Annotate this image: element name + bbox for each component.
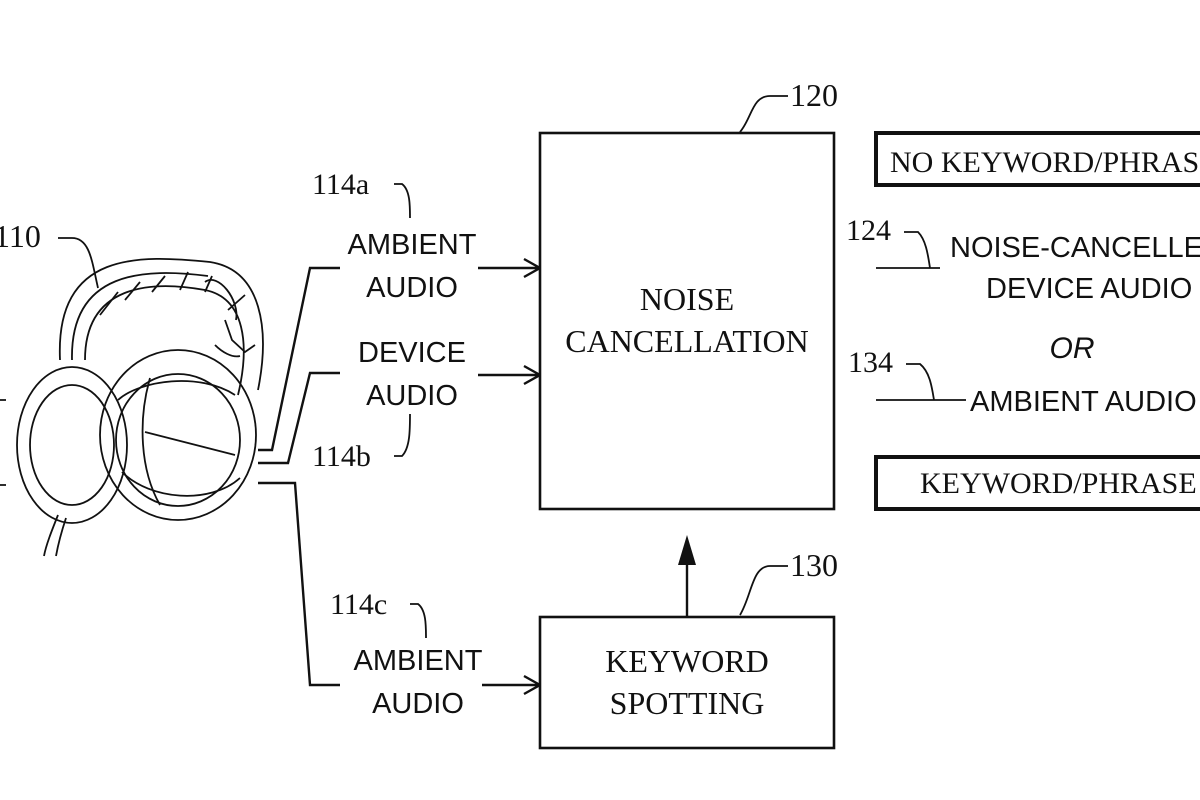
keyword-spotting-label-line2: SPOTTING [610, 685, 765, 721]
keyword-header: KEYWORD/PHRASE [920, 467, 1197, 500]
device-audio-input: DEVICE AUDIO [358, 337, 466, 412]
ref-114c: 114c [330, 588, 427, 639]
svg-text:AMBIENT: AMBIENT [348, 229, 477, 261]
svg-text:DEVICE AUDIO: DEVICE AUDIO [986, 273, 1192, 305]
ref-130: 130 [739, 547, 838, 616]
no-keyword-header: NO KEYWORD/PHRASE [890, 146, 1200, 179]
ambient-audio-input-a: AMBIENT AUDIO [348, 229, 477, 304]
keyword-to-noise-arrow [678, 535, 696, 617]
headphones-illustration [0, 257, 264, 557]
ref-134: 134 [848, 346, 966, 401]
ambient-audio-output: AMBIENT AUDIO [970, 386, 1197, 418]
svg-text:114c: 114c [330, 588, 387, 621]
noise-cancellation-label-line1: NOISE [640, 281, 734, 317]
svg-text:AUDIO: AUDIO [372, 688, 464, 720]
svg-text:120: 120 [790, 77, 838, 113]
svg-text:114a: 114a [312, 168, 369, 201]
keyword-spotting-block [538, 615, 836, 750]
keyword-header-box [874, 455, 1200, 511]
noise-cancellation-block [538, 131, 836, 511]
svg-text:114b: 114b [312, 440, 371, 473]
ambient-audio-input-c: AMBIENT AUDIO [354, 645, 483, 720]
noise-cancellation-label-line2: CANCELLATION [565, 323, 809, 359]
svg-text:AMBIENT: AMBIENT [354, 645, 483, 677]
svg-text:124: 124 [846, 214, 891, 247]
svg-text:110: 110 [0, 218, 41, 254]
ref-120: 120 [739, 77, 838, 133]
ref-124: 124 [846, 214, 940, 269]
svg-text:130: 130 [790, 547, 838, 583]
ref-110: 110 [0, 218, 99, 289]
connection-wires [258, 266, 340, 687]
svg-text:DEVICE: DEVICE [358, 337, 466, 369]
noise-cancelled-output: NOISE-CANCELLED DEVICE AUDIO [950, 232, 1200, 305]
svg-text:AUDIO: AUDIO [366, 380, 458, 412]
svg-text:NOISE-CANCELLED: NOISE-CANCELLED [950, 232, 1200, 264]
svg-text:AUDIO: AUDIO [366, 272, 458, 304]
svg-text:134: 134 [848, 346, 893, 379]
ref-114a: 114a [312, 168, 411, 219]
no-keyword-header-box [874, 131, 1200, 187]
ref-114b: 114b [312, 413, 411, 473]
input-arrows [478, 257, 543, 696]
keyword-spotting-label-line1: KEYWORD [605, 643, 769, 679]
or-label: OR [1050, 332, 1095, 365]
